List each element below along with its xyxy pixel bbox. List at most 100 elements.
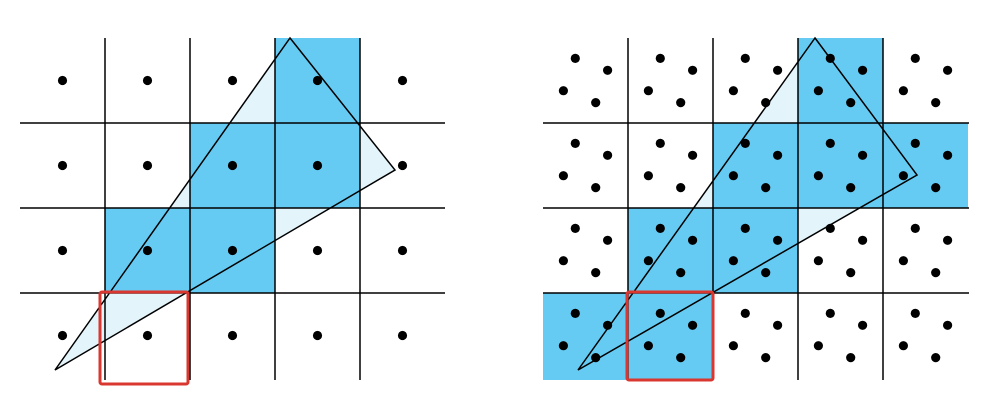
sample-point [558,86,569,96]
sample-point [312,245,323,256]
sample-point [397,160,408,171]
covered-pixel-cell-overlay [543,293,628,380]
sample-point [676,98,686,108]
sample-point [688,150,698,160]
sample-point [728,171,739,181]
sample-point [728,341,739,351]
sample-point [761,268,771,278]
sample-point [846,353,856,363]
sample-point [825,223,835,233]
sample-point [591,268,601,278]
covered-pixel-cell-overlay [713,123,798,208]
sample-point [858,150,868,160]
sample-point [825,308,835,318]
sample-point [142,75,153,86]
sample-point [761,183,771,193]
sample-point [558,171,569,181]
sample-point [931,268,941,278]
sample-point [397,245,408,256]
sample-point [558,341,569,351]
sample-point [688,65,698,75]
sample-point [910,308,920,318]
sample-point [931,353,941,363]
sample-point [570,223,580,233]
sample-point [943,235,953,245]
covered-pixel-cell-overlay [628,293,713,380]
sample-point [910,138,920,148]
sample-point [846,268,856,278]
sample-point [740,308,750,318]
sample-point [813,86,824,96]
sample-point [676,183,686,193]
sample-point [227,75,238,86]
sample-point [773,235,783,245]
sample-point [603,320,613,330]
sample-point [227,160,238,171]
sample-point [655,138,665,148]
sample-point [910,223,920,233]
covered-pixel-cell-overlay [883,123,968,208]
sample-point [773,320,783,330]
sample-point [142,160,153,171]
sample-point [57,330,68,341]
sample-point [57,245,68,256]
sample-point [688,235,698,245]
sample-point [676,353,686,363]
triangle-outline [54,36,397,371]
sample-point [312,75,323,86]
covered-pixel-cell-overlay [628,208,713,293]
sample-point [740,223,750,233]
sample-point [813,341,824,351]
sample-point [397,75,408,86]
sample-point [57,160,68,171]
sample-point [728,256,739,266]
sample-point [312,330,323,341]
sample-point [943,150,953,160]
sample-point [57,75,68,86]
sample-point [603,235,613,245]
sample-point [688,320,698,330]
triangle-outline [577,36,919,371]
highlighted-pixel-box [625,290,715,382]
covered-pixel-cell-overlay [798,38,883,123]
sample-point [898,171,909,181]
sample-point [227,330,238,341]
sample-point [643,171,654,181]
sample-point [773,65,783,75]
sample-point [570,53,580,64]
covered-pixel-cell-overlay [798,123,883,208]
sample-point [898,256,909,266]
sample-point [397,330,408,341]
sample-point [643,86,654,96]
sample-point [603,65,613,75]
sample-point [858,320,868,330]
sample-point [898,341,909,351]
sample-point [142,245,153,256]
sample-point [643,341,654,351]
sample-point [312,160,323,171]
sample-point [655,223,665,233]
sample-point [761,353,771,363]
sample-point [591,353,601,363]
sample-point [846,183,856,193]
sample-point [591,98,601,108]
sample-point [858,235,868,245]
sample-point [740,138,750,148]
sample-point [603,150,613,160]
sample-point [676,268,686,278]
sample-point [655,53,665,64]
covered-pixel-cell-overlay [713,208,798,293]
sample-point [858,65,868,75]
sample-point [761,98,771,108]
sample-point [813,171,824,181]
sample-point [142,330,153,341]
sample-point [931,183,941,193]
sample-point [846,98,856,108]
sample-point [943,320,953,330]
sample-point [931,98,941,108]
sample-point [643,256,654,266]
sample-point [558,256,569,266]
sample-point [740,53,750,64]
single-sample-rasterization-diagram [20,36,445,386]
